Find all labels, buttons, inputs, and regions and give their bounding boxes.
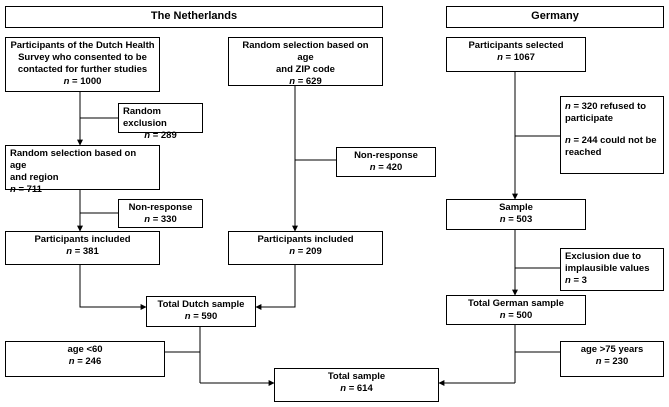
box-line: Random selection based on age <box>10 148 137 171</box>
box-nonresponse-2: Non-response n = 420 <box>336 147 436 177</box>
n-label: n <box>565 135 571 146</box>
box-line: participate <box>565 113 614 124</box>
header-netherlands: The Netherlands <box>5 6 383 28</box>
n-label: n <box>340 383 347 394</box>
box-line: Total Dutch sample <box>157 299 245 310</box>
box-line: Random selection based on age <box>242 40 369 63</box>
n-label: n <box>499 214 506 225</box>
box-random-selection-region: Random selection based on age and region… <box>5 145 160 195</box>
n-value: = 503 <box>505 214 533 225</box>
n-value: = 289 <box>150 130 177 141</box>
box-line: Participants included <box>34 234 131 245</box>
n-label: n <box>369 162 376 173</box>
box-line: implausible values <box>565 263 650 274</box>
n-value: = 381 <box>72 246 99 257</box>
n-label: n <box>10 184 16 195</box>
box-sample: Sample n = 503 <box>446 199 586 230</box>
box-participants-included-2: Participants included n = 209 <box>228 231 383 265</box>
n-value: = 1000 <box>69 76 102 87</box>
n-value: = 209 <box>295 246 322 257</box>
n-value: = 420 <box>375 162 403 173</box>
n-label: n <box>565 275 571 286</box>
n-label: n <box>497 52 503 63</box>
box-nonresponse-1: Non-response n = 330 <box>118 199 203 228</box>
box-age-under-60: age <60 n = 246 <box>5 341 165 377</box>
n-label: n <box>66 246 73 257</box>
arrow-included2-to-total <box>255 265 296 310</box>
n-value: = 629 <box>295 76 322 87</box>
n-label: n <box>595 356 602 367</box>
box-line: and ZIP code <box>276 64 335 75</box>
box-line: age <60 <box>67 344 103 355</box>
n-value: = 246 <box>74 356 102 367</box>
n-label: n <box>289 76 296 87</box>
box-participants-selected: Participants selected n = 1067 <box>446 37 586 72</box>
box-line: Non-response <box>354 150 418 161</box>
box-refused-not-reached: n = 320 refused to participate n = 244 c… <box>560 96 664 174</box>
n-label: n <box>144 130 151 141</box>
n-value: = 230 <box>601 356 629 367</box>
box-line: Sample <box>499 202 533 213</box>
arrow-included1-to-total <box>79 265 147 310</box>
box-implausible-values: Exclusion due to implausible values n = … <box>560 248 664 291</box>
n-label: n <box>565 101 571 112</box>
box-total-dutch-sample: Total Dutch sample n = 590 <box>146 296 256 327</box>
n-value: = 500 <box>505 310 533 321</box>
n-value: = 3 <box>570 275 587 286</box>
box-line: age >75 years <box>580 344 644 355</box>
box-total-german-sample: Total German sample n = 500 <box>446 295 586 325</box>
box-line: Total German sample <box>468 298 564 309</box>
box-participants-included-1: Participants included n = 381 <box>5 231 160 265</box>
header-germany: Germany <box>446 6 664 28</box>
n-value: = 330 <box>150 214 177 225</box>
n-label: n <box>499 310 506 321</box>
n-label: n <box>184 311 191 322</box>
n-label: n <box>144 214 151 225</box>
box-line: Non-response <box>128 202 193 213</box>
box-line: Exclusion due to <box>565 251 642 262</box>
box-line: Random exclusion <box>123 106 167 129</box>
header-germany-label: Germany <box>531 10 579 22</box>
box-line: Survey who consented to be <box>18 52 147 63</box>
box-line: Total sample <box>327 371 386 382</box>
n-value: = 711 <box>15 184 42 195</box>
box-random-selection-zip: Random selection based on age and ZIP co… <box>228 37 383 87</box>
box-line: and region <box>10 172 59 183</box>
n-label: n <box>68 356 75 367</box>
box-line: Participants included <box>257 234 354 245</box>
box-total-sample: Total sample n = 614 <box>274 368 439 402</box>
header-netherlands-label: The Netherlands <box>150 10 238 22</box>
box-line: Participants selected <box>468 40 564 51</box>
box-line: contacted for further studies <box>17 64 148 75</box>
box-line: reached <box>565 147 602 158</box>
n-value: = 590 <box>190 311 218 322</box>
n-value: = 320 refused to <box>570 101 647 112</box>
n-label: n <box>289 246 296 257</box>
n-value: = 614 <box>346 383 373 394</box>
n-label: n <box>63 76 70 87</box>
box-random-exclusion: Random exclusion n = 289 <box>118 103 203 141</box>
box-dutch-health-survey: Participants of the Dutch Health Survey … <box>5 37 160 92</box>
box-age-over-75: age >75 years n = 230 <box>560 341 664 377</box>
n-value: = 1067 <box>502 52 535 63</box>
n-value: = 244 could not be <box>570 135 657 146</box>
box-line: Participants of the Dutch Health <box>10 40 155 51</box>
